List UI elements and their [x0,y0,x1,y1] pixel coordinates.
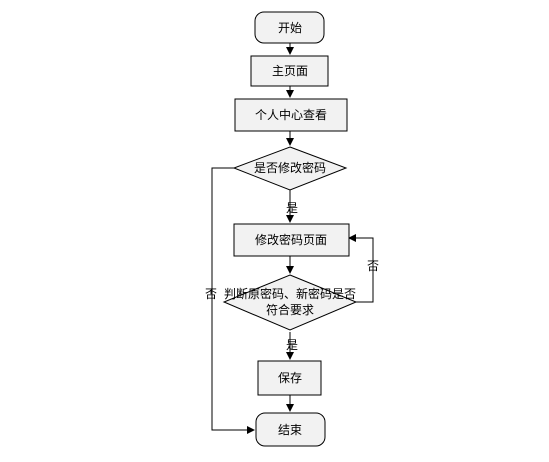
save-label: 保存 [278,371,302,385]
main-page-label: 主页面 [272,64,308,78]
personal-center-node: 个人中心查看 [234,98,348,132]
change-password-decision: 是否修改密码 [232,146,348,191]
start-label: 开始 [278,21,302,35]
validate-decision-label-line1: 判断原密码、新密码是否 [224,286,356,301]
main-page-node: 主页面 [250,55,329,87]
save-node: 保存 [257,360,322,396]
edge-label-retry-no: 否 [367,259,379,273]
validate-decision-label-line2: 符合要求 [266,302,314,317]
edge-validate-no-loop [348,234,374,303]
edge-decision-no-to-end [211,167,255,434]
edge-label-yes-change: 是 [286,201,298,215]
change-password-decision-label: 是否修改密码 [254,160,326,175]
edge-label-valid-yes: 是 [286,338,298,352]
end-label: 结束 [278,423,302,437]
start-node: 开始 [254,11,325,44]
edges [211,43,374,434]
end-node: 结束 [255,412,326,447]
change-password-page-node: 修改密码页面 [233,223,350,257]
change-password-page-label: 修改密码页面 [255,232,327,247]
personal-center-label: 个人中心查看 [255,107,327,122]
edge-label-no-change: 否 [205,287,217,301]
validate-password-decision: 判断原密码、新密码是否 符合要求 [222,274,358,331]
